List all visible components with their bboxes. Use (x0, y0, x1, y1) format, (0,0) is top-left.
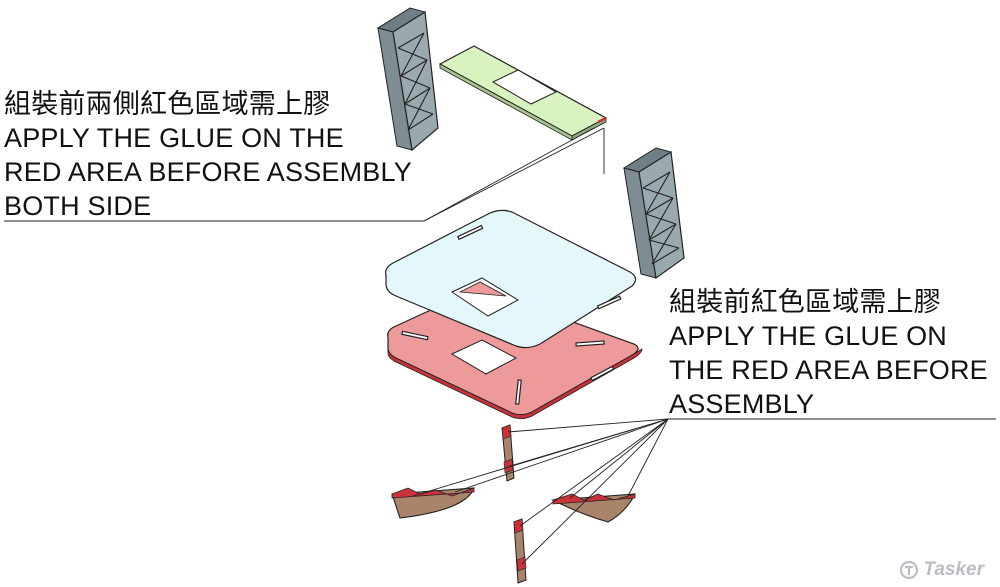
tasker-watermark: Tasker (899, 559, 984, 581)
tasker-logo-icon (900, 560, 919, 580)
callout-line: APPLY THE GLUE ON THE (4, 123, 344, 153)
right-truss-frame (622, 147, 685, 280)
wood-wedge-left (391, 487, 475, 519)
callout-line: APPLY THE GLUE ON (669, 321, 948, 351)
glued-base-panel (387, 289, 643, 420)
glue-callout-assembly: 組裝前紅色區域需上膠 APPLY THE GLUE ON THE RED ARE… (669, 285, 988, 421)
callout-line: 組裝前兩側紅色區域需上膠 (4, 89, 331, 119)
top-panel (438, 45, 608, 141)
callout-line: BOTH SIDE (4, 191, 152, 221)
callout-line: ASSEMBLY (669, 389, 815, 419)
glue-callout-both-sides: 組裝前兩側紅色區域需上膠 APPLY THE GLUE ON THE RED A… (4, 87, 412, 223)
wood-strip-lower (513, 518, 527, 584)
callout-line: 組裝前紅色區域需上膠 (669, 287, 941, 317)
leader-lines-right (412, 418, 996, 565)
callout-line: THE RED AREA BEFORE (669, 355, 988, 385)
leader-lines-left (4, 127, 605, 222)
watermark-text: Tasker (923, 559, 984, 580)
wood-wedge-right (551, 493, 636, 523)
wood-strip-upper (501, 424, 515, 482)
callout-line: RED AREA BEFORE ASSEMBLY (4, 157, 412, 187)
left-truss-frame (376, 7, 439, 152)
base-panel (385, 209, 637, 349)
